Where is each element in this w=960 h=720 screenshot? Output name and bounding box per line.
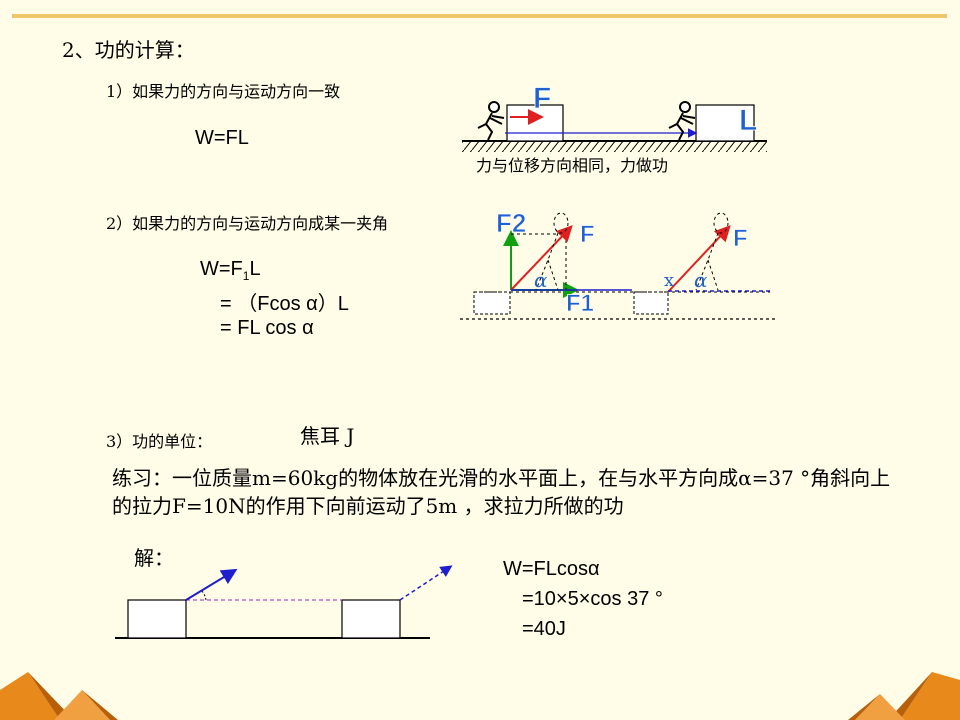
force-F-left (510, 225, 573, 291)
case2-formula-line2: = （Fcos α）L (220, 293, 349, 315)
label-alpha-right: α (694, 268, 708, 292)
label-alpha-left: α (534, 268, 548, 292)
person-pushing-icon (668, 101, 696, 141)
figure1-caption: 力与位移方向相同，力做功 (476, 156, 668, 175)
case2-formula-line1: W=F1L (200, 258, 261, 283)
figure-parallel-force: F L 力与位移方向相同，力做功 (462, 82, 767, 175)
pull-force-arrow (185, 568, 238, 601)
label-F-right: F (733, 225, 748, 252)
force-F-right (667, 225, 731, 293)
block-end (341, 599, 401, 639)
case3-title: 3）功的单位： (106, 432, 213, 451)
label-F1: F1 (566, 290, 594, 317)
block-start (127, 599, 187, 639)
unit-value: 焦耳 J (300, 424, 355, 448)
exercise-line1: 练习：一位质量m=60kg的物体放在光滑的水平面上，在与水平方向成α=37 °角… (112, 466, 891, 490)
case1-title: 1）如果力的方向与运动方向一致 (106, 82, 341, 101)
case2-title: 2）如果力的方向与运动方向成某一夹角 (106, 214, 389, 233)
label-F-left: F (580, 221, 595, 248)
solution-line2: =10×5×cos 37 ° (522, 588, 663, 610)
block-end (695, 104, 755, 142)
label-L: L (739, 104, 757, 137)
pyramid-decoration-icon (848, 672, 960, 720)
solution-line1: W=FLcosα (503, 558, 600, 580)
pyramid-decoration-icon (0, 672, 118, 720)
figure-exercise (115, 565, 453, 639)
solution-label: 解： (134, 546, 174, 570)
figure-angled-force: F2 F F F1 α α x (460, 208, 775, 320)
person-pushing-icon (477, 101, 505, 141)
pull-force-arrow-final (399, 565, 453, 601)
case1-formula: W=FL (195, 127, 249, 149)
exercise-line2: 的拉力F=10N的作用下向前运动了5m ，求拉力所做的功 (112, 494, 624, 518)
top-rule (12, 14, 947, 18)
label-F2: F2 (496, 208, 526, 238)
solution-line3: =40J (522, 618, 566, 640)
section-heading: 2、功的计算： (62, 38, 195, 62)
case2-formula-line3: = FL cos α (220, 317, 314, 339)
label-x: x (664, 270, 674, 291)
label-F: F (533, 82, 551, 115)
